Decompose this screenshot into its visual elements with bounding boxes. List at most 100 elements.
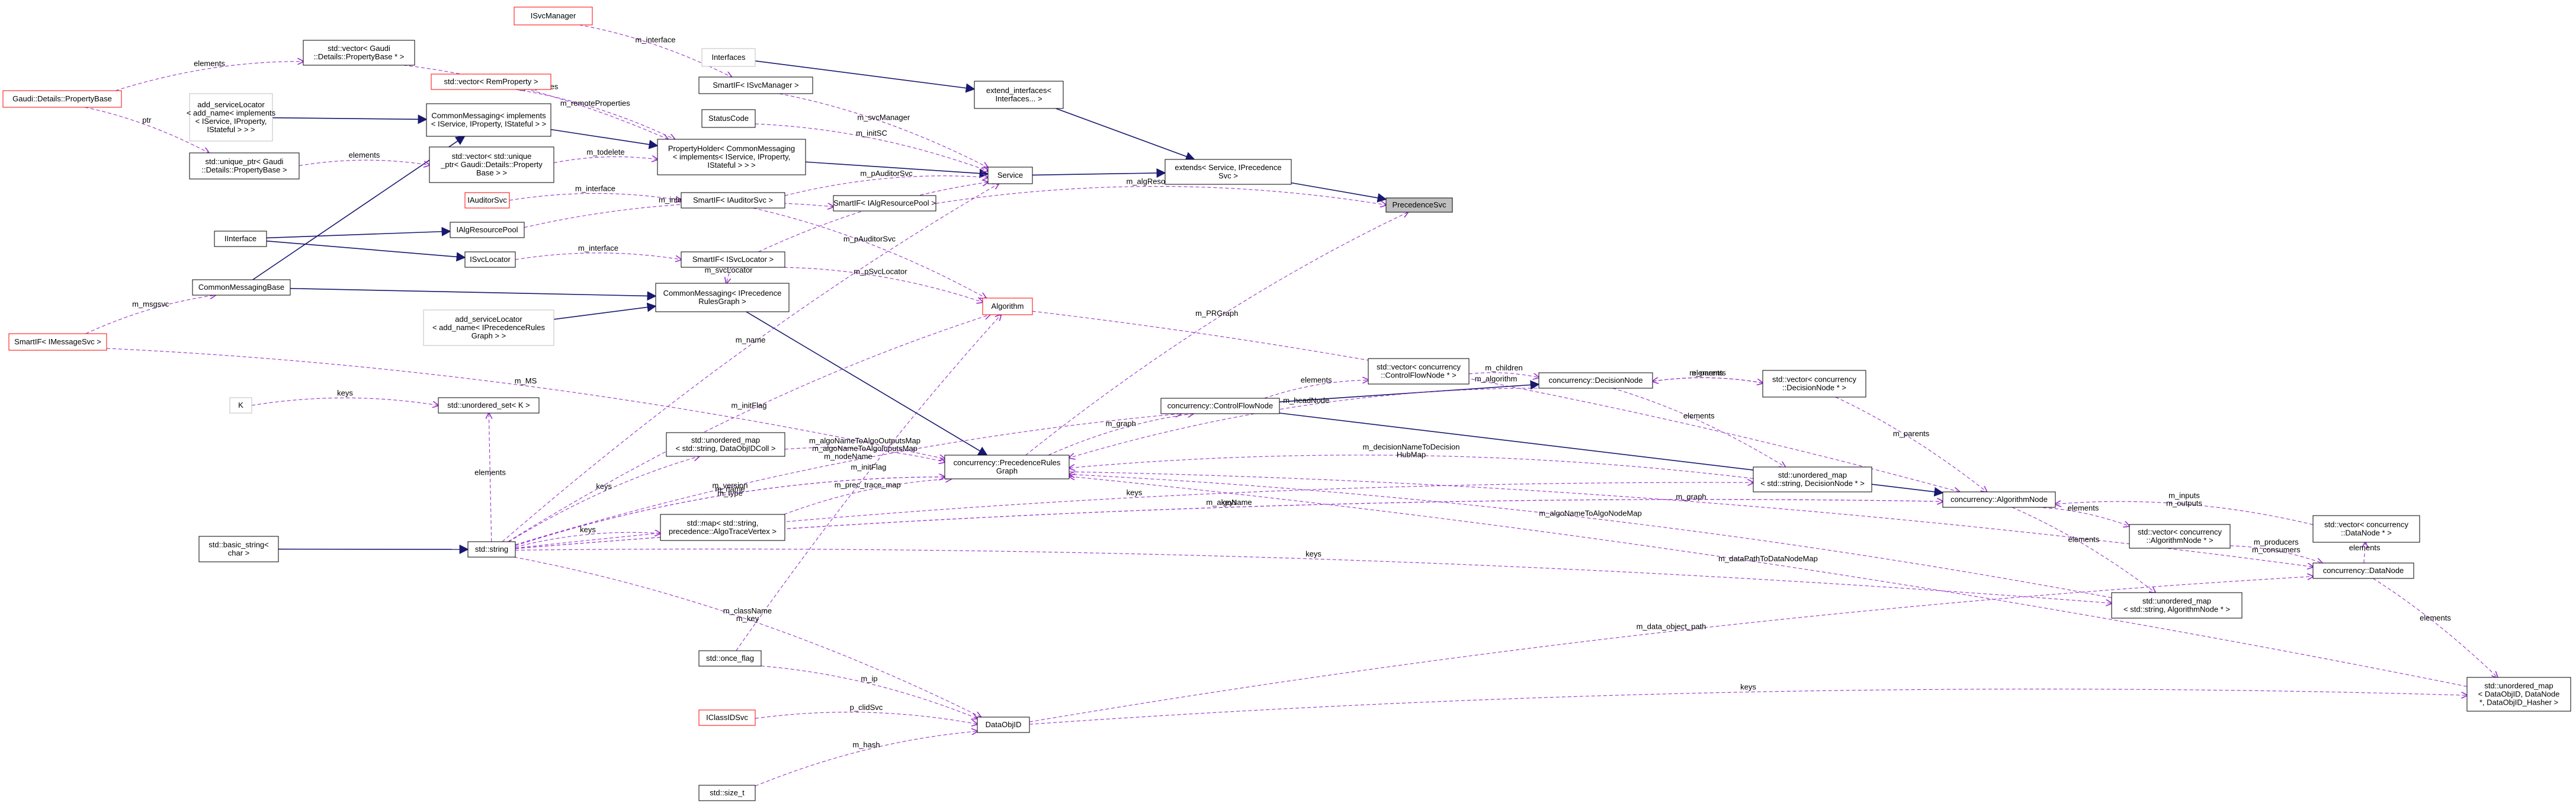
class-node-box	[2466, 677, 2571, 712]
class-node[interactable]: Gaudi::Details::PropertyBase	[2, 90, 122, 108]
class-node-box	[1538, 372, 1653, 389]
class-node[interactable]: std::unordered_map< std::string, Algorit…	[2111, 592, 2243, 619]
class-node[interactable]: std::vector< concurrency::AlgorithmNode …	[2129, 524, 2231, 549]
class-node[interactable]: std::map< std::string,precedence::AlgoTr…	[660, 514, 785, 541]
class-node-label: < IService, IProperty, IStateful > >	[431, 120, 547, 129]
edge-line	[755, 712, 977, 724]
class-node[interactable]: std::vector< concurrency::ControlFlowNod…	[1368, 358, 1470, 385]
edge-line	[1069, 474, 2112, 599]
class-node-box	[982, 298, 1033, 315]
edge-line	[515, 89, 675, 139]
class-node-box	[1368, 358, 1470, 385]
class-node-label: std::vector< concurrency	[2324, 520, 2408, 529]
inheritance-edge	[266, 240, 466, 262]
class-node[interactable]: PropertyHolder< CommonMessaging< impleme…	[657, 139, 806, 175]
class-node[interactable]: std::size_t	[698, 785, 756, 801]
class-node[interactable]: std::unordered_map< DataObjID, DataNode*…	[2466, 677, 2571, 712]
inheritance-edge	[550, 129, 659, 149]
edge-line	[935, 186, 1386, 205]
edge-label: HubMap	[1397, 450, 1426, 459]
class-node[interactable]: SmartIF< ISvcLocator >	[681, 251, 785, 268]
class-node[interactable]: extend_interfaces<Interfaces... >	[974, 81, 1064, 109]
class-node-box	[192, 279, 291, 296]
class-node-label: add_serviceLocator	[455, 315, 522, 324]
class-node[interactable]: IInterface	[214, 231, 267, 247]
class-node-box	[974, 81, 1064, 109]
edge-line	[514, 556, 981, 717]
edge-line	[1032, 168, 1166, 178]
edge-line	[1612, 388, 1785, 467]
class-node[interactable]: SmartIF< IAuditorSvc >	[681, 192, 785, 209]
class-node-box	[514, 7, 593, 25]
class-node[interactable]: std::basic_string<char >	[198, 536, 279, 562]
class-node-label: concurrency::ControlFlowNode	[1167, 401, 1273, 410]
edge-label: m_hash	[852, 740, 880, 749]
usage-edge: m_data_object_path	[1029, 577, 2313, 722]
class-node-box	[666, 432, 785, 457]
class-node[interactable]: IClassIDSvc	[698, 709, 756, 726]
class-node[interactable]: Algorithm	[982, 298, 1033, 315]
class-node[interactable]: IAuditorSvc	[464, 192, 510, 209]
edge-line	[784, 176, 988, 196]
class-node[interactable]: concurrency::AlgorithmNode	[1942, 491, 2056, 508]
edge-line	[1048, 414, 1194, 456]
class-node[interactable]: K	[229, 397, 252, 414]
class-node[interactable]: add_serviceLocator< add_name< IPrecedenc…	[423, 309, 554, 346]
class-node[interactable]: ISvcLocator	[464, 251, 516, 268]
class-node[interactable]: DataObjID	[977, 717, 1030, 733]
edge-label: elements	[1683, 411, 1715, 420]
usage-edge: m_PRGraph	[1025, 212, 1408, 456]
class-node[interactable]: std::unordered_map< std::string, Decisio…	[1753, 466, 1872, 492]
class-node[interactable]: SmartIF< IAlgResourcePool >	[833, 195, 936, 212]
class-node-label: < implements< IService, IProperty,	[673, 152, 790, 161]
class-node-label: SmartIF< IAuditorSvc >	[693, 196, 773, 204]
class-node[interactable]: std::vector< std::unique_ptr< Gaudi::Det…	[429, 146, 554, 183]
class-node[interactable]: CommonMessagingBase	[192, 279, 291, 296]
class-node-box	[681, 192, 785, 209]
edge-line	[509, 193, 681, 200]
class-node-label: ::DataNode * >	[2341, 529, 2392, 538]
edge-label: m_svcManager	[857, 113, 910, 121]
class-node[interactable]: IAlgResourcePool	[450, 222, 525, 238]
class-node[interactable]: add_serviceLocator< add_name< implements…	[187, 93, 276, 142]
class-node[interactable]: std::once_flag	[698, 650, 762, 667]
edge-line	[553, 302, 657, 320]
class-node[interactable]: concurrency::ControlFlowNode	[1160, 398, 1280, 414]
class-node[interactable]: std::unordered_set< K >	[438, 397, 540, 414]
class-node[interactable]: Interfaces	[701, 48, 756, 67]
class-node[interactable]: std::unique_ptr< Gaudi::Details::Propert…	[189, 152, 300, 180]
class-node[interactable]: PrecedenceSvc	[1385, 197, 1453, 213]
edge-line	[1029, 689, 2467, 725]
class-node[interactable]: Service	[987, 167, 1033, 184]
class-node-label: concurrency::DataNode	[2323, 566, 2404, 575]
class-node[interactable]: std::vector< RemProperty >	[431, 73, 551, 90]
class-node-box	[701, 109, 756, 128]
edge-label: m_producers	[2254, 538, 2299, 546]
class-node[interactable]: std::vector< concurrency::DecisionNode *…	[1762, 370, 1866, 398]
class-node[interactable]: concurrency::DecisionNode	[1538, 372, 1653, 389]
class-node[interactable]: StatusCode	[701, 109, 756, 128]
class-node[interactable]: CommonMessaging< implements< IService, I…	[426, 103, 551, 137]
class-node[interactable]: std::unordered_map< std::string, DataObj…	[666, 432, 785, 457]
class-node-label: Gaudi::Details::PropertyBase	[12, 94, 112, 103]
class-node-box	[1762, 370, 1866, 398]
class-node-label: add_serviceLocator	[197, 100, 265, 109]
class-node[interactable]: std::string	[467, 541, 516, 558]
class-node[interactable]: std::vector< concurrency::DataNode * >	[2312, 515, 2420, 543]
inheritance-edge	[1032, 168, 1166, 178]
class-node-label: Graph	[996, 466, 1018, 475]
class-node[interactable]: concurrency::DataNode	[2312, 562, 2414, 579]
class-node[interactable]: ISvcManager	[514, 7, 593, 25]
usage-edge: m_interface	[509, 184, 681, 200]
class-node[interactable]: std::vector< Gaudi::Details::PropertyBas…	[303, 40, 415, 66]
edge-label: m_initFlag	[731, 401, 766, 410]
class-node-label: SmartIF< ISvcManager >	[713, 81, 798, 89]
edge-label: m_PRGraph	[1195, 309, 1238, 318]
class-node[interactable]: SmartIF< IMessageSvc >	[8, 333, 107, 351]
class-node[interactable]: SmartIF< ISvcManager >	[698, 76, 813, 94]
